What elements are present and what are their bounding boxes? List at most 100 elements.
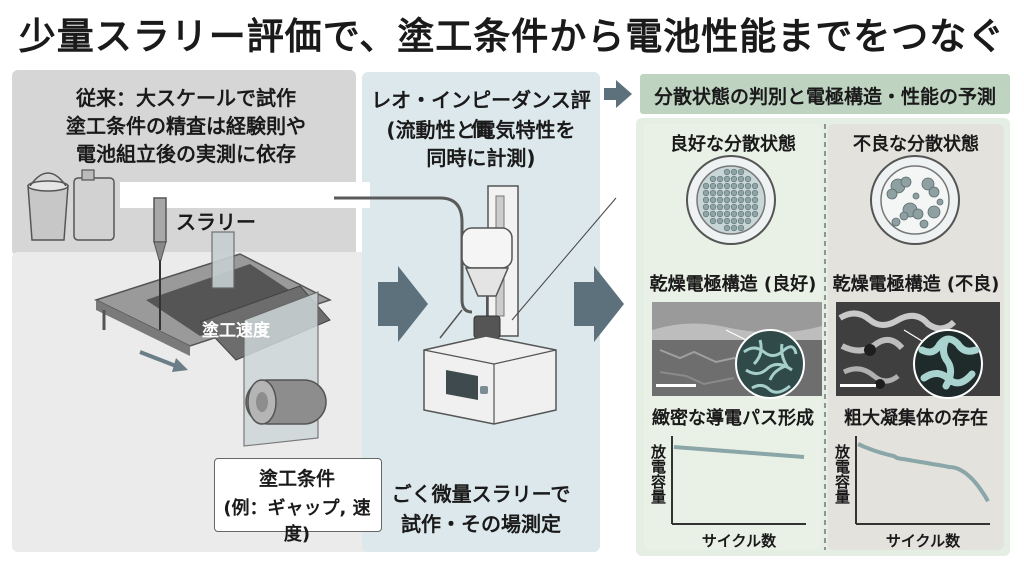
bad-ylabel: 放電容量 (833, 444, 851, 504)
rheometer (423, 185, 617, 425)
good-dispersion-dish (686, 155, 776, 245)
particle-dot (737, 182, 745, 190)
good-heading: 良好な分散状態 (670, 134, 796, 155)
particle-dot (716, 196, 724, 204)
bad-dispersion-dish (870, 155, 960, 245)
bad-path-label: 粗大凝集体の存在 (844, 408, 988, 429)
flow-arrow-1 (378, 266, 428, 342)
slurry-label: スラリー (176, 210, 256, 234)
rheo-bottom-line1: ごく微量スラリーで (391, 482, 571, 506)
bad-capacity-series (857, 442, 990, 503)
particle-dot (709, 210, 717, 218)
particle-dot (716, 175, 724, 183)
particle-dot (702, 210, 710, 218)
particle-dot (744, 203, 752, 211)
good-capacity-chart (671, 436, 806, 525)
particle-dot (744, 175, 752, 183)
flow-arrow-2 (574, 266, 624, 342)
particle-dot (723, 196, 731, 204)
good-structure-label: 乾燥電極構造 (良好) (649, 274, 817, 295)
particle-dot (723, 217, 731, 225)
particle-dot (723, 203, 731, 211)
particle-dot (744, 182, 752, 190)
particle-dot (702, 182, 710, 190)
particle-dot (702, 189, 710, 197)
particle-dot (744, 210, 752, 218)
particle-dot (751, 203, 759, 211)
particle-dot (716, 182, 724, 190)
particle-dot (709, 217, 717, 225)
particle-dot (730, 217, 738, 225)
banner-arrow (604, 80, 632, 108)
particle-dot (730, 224, 738, 232)
bad-sem-image (836, 302, 1000, 399)
rheo-heading: レオ・インピーダンス評価 (371, 88, 591, 141)
rheo-line3: 同時に計測) (426, 146, 536, 170)
good-path-label: 緻密な導電パス形成 (652, 408, 814, 429)
particle-dot (730, 168, 738, 176)
particle-dot (716, 203, 724, 211)
slurry-nozzle (153, 197, 167, 330)
particle-dot (723, 175, 731, 183)
coating-machine (93, 231, 332, 447)
particle-dot (730, 182, 738, 190)
prediction-banner-text: 分散状態の判別と電極構造・性能の予測 (653, 86, 996, 108)
particle-dot (730, 210, 738, 218)
conventional-line2: 塗工条件の精査は経験則や (66, 114, 306, 138)
rheo-bottom-line2: 試作・その場測定 (401, 512, 561, 536)
particle-dot (730, 189, 738, 197)
particle-dot (737, 189, 745, 197)
particle-dot (709, 196, 717, 204)
particle-dot (737, 203, 745, 211)
particle-dot (723, 182, 731, 190)
particle-dot (744, 217, 752, 225)
pipe-line (334, 196, 473, 314)
particle-dot (730, 203, 738, 211)
particle-dot (709, 203, 717, 211)
jerrycan-icon (73, 169, 115, 241)
prediction-banner (640, 74, 1010, 114)
conventional-heading: 従来：大スケールで試作 (76, 86, 296, 110)
particle-dot (716, 210, 724, 218)
particle-dot (737, 210, 745, 218)
good-sem-image (652, 302, 822, 399)
coating-conditions-line1: 塗工条件 (258, 468, 335, 490)
particle-dot (716, 217, 724, 225)
bad-xlabel: サイクル数 (885, 532, 961, 550)
bucket-icon (27, 172, 69, 241)
particle-dot (730, 196, 738, 204)
particle-dot (737, 224, 745, 232)
particle-dot (716, 189, 724, 197)
good-capacity-series (673, 445, 805, 459)
particle-dot (723, 189, 731, 197)
particle-dot (709, 182, 717, 190)
particle-dot (702, 196, 710, 204)
particle-dot (737, 196, 745, 204)
particle-dot (737, 168, 745, 176)
particle-dot (751, 189, 759, 197)
coating-speed-label: 塗工速度 (202, 321, 270, 341)
coating-conditions-box (214, 458, 382, 532)
good-ylabel: 放電容量 (649, 444, 667, 504)
bad-structure-label: 乾燥電極構造 (不良) (832, 274, 1000, 295)
particle-dot (744, 196, 752, 204)
conventional-panel (12, 70, 356, 256)
coating-conditions-line2: (例：ギャップ, 速度) (223, 498, 371, 545)
particle-dot (737, 175, 745, 183)
particle-dot (730, 175, 738, 183)
particle-dot (751, 210, 759, 218)
particle-dot (709, 189, 717, 197)
particle-dot (702, 203, 710, 211)
conventional-line3: 電池組立後の実測に依存 (76, 142, 296, 166)
particle-dot (744, 189, 752, 197)
particle-dot (723, 168, 731, 176)
good-xlabel: サイクル数 (701, 532, 777, 550)
particle-dot (723, 210, 731, 218)
rheo-line2: (流動性と電気特性を (386, 118, 576, 142)
particle-dot (737, 217, 745, 225)
bad-heading: 不良な分散状態 (853, 134, 979, 155)
particle-dot (709, 175, 717, 183)
particle-dot (723, 224, 731, 232)
page-title: 少量スラリー評価で、塗工条件から電池性能までをつなぐ (18, 15, 1006, 58)
